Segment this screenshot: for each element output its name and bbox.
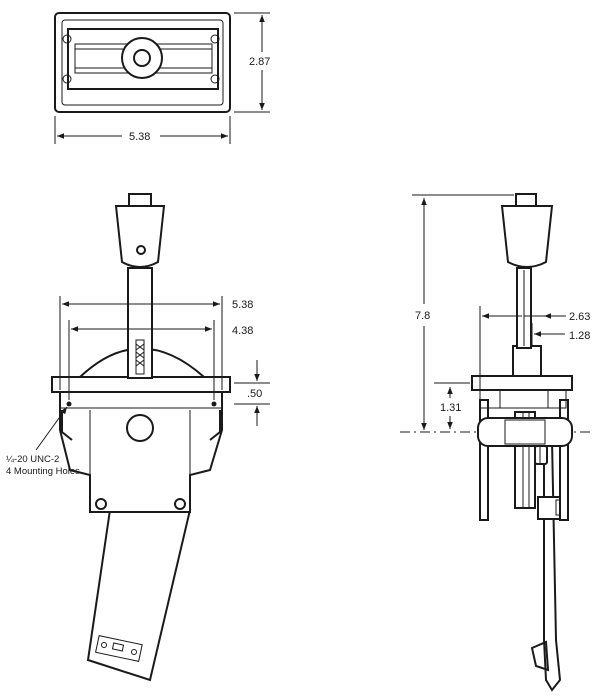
top-view-outer-frame	[54, 12, 231, 113]
handle-cap	[128, 193, 152, 207]
mounting-hole	[211, 401, 217, 407]
body-bolt	[95, 498, 107, 510]
side-handle-grip	[500, 205, 554, 268]
top-view-plate	[67, 28, 219, 90]
side-plate-left	[479, 399, 489, 521]
front-outer-width-dimension: 5.38	[232, 299, 253, 311]
top-view: 2.87 5.38	[54, 12, 270, 144]
mounting-flange	[51, 376, 231, 393]
side-pivot-height-dimension: 1.31	[440, 402, 461, 414]
lever-arm	[86, 509, 192, 682]
detent-strip	[135, 339, 145, 375]
mounting-hole	[62, 34, 72, 44]
lever-arm-plate	[95, 635, 143, 662]
top-view-inner-frame	[61, 19, 224, 106]
mounting-hole	[210, 74, 220, 84]
side-offset-b-dimension: 1.28	[569, 330, 590, 342]
front-flange-thickness-dimension: .50	[247, 388, 262, 400]
mounting-holes-note: 4 Mounting Holes	[6, 466, 80, 477]
front-body	[59, 391, 223, 513]
side-plate-right	[559, 399, 569, 521]
side-offset-a-dimension: 2.63	[569, 311, 590, 323]
mounting-hole	[66, 401, 72, 407]
front-hole-spacing-dimension: 4.38	[232, 325, 253, 337]
mounting-hole	[210, 34, 220, 44]
side-overall-height-dimension: 7.8	[415, 310, 430, 322]
top-view-hub-outer	[121, 37, 163, 79]
handle-grip	[114, 205, 166, 268]
thread-note: ¼-20 UNC-2	[6, 454, 59, 465]
pivot-hole	[126, 414, 154, 442]
side-flange	[471, 375, 573, 391]
side-view: 7.8 2.63 1.28 1.31	[400, 193, 590, 692]
front-view: 5.38 4.38 .50 ¼-20 UNC-2 4 Mounting Hole…	[6, 193, 270, 682]
mounting-hole	[62, 74, 72, 84]
top-view-width-dimension: 5.38	[129, 131, 150, 143]
side-boss	[512, 345, 542, 377]
body-bolt	[174, 498, 186, 510]
pivot-cylinder	[477, 417, 573, 447]
top-view-height-dimension: 2.87	[249, 56, 270, 68]
top-view-hub-inner	[133, 49, 151, 67]
side-handle-cap	[515, 193, 537, 207]
lever-shaft	[127, 267, 153, 379]
